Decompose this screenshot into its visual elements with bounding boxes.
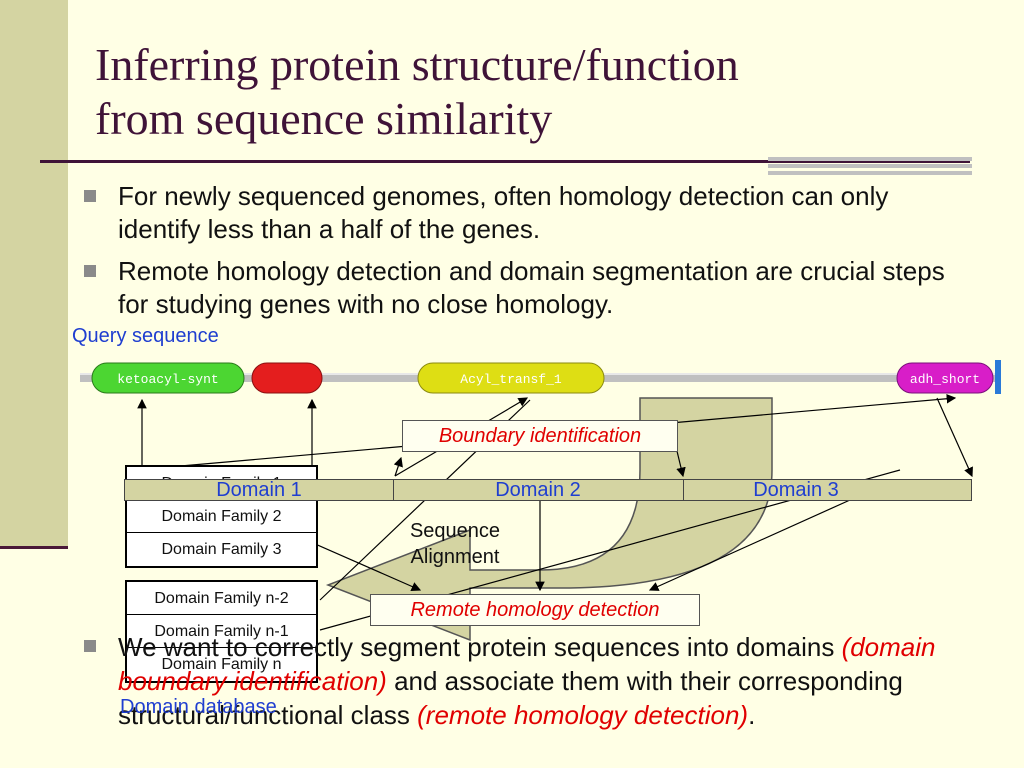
bullet-item: Remote homology detection and domain seg…: [84, 255, 964, 321]
title-line-1: Inferring protein structure/function: [95, 39, 739, 90]
title-decoration: [768, 157, 972, 179]
title-rule: [40, 160, 970, 163]
domain-family-row: Domain Family n-1: [127, 615, 316, 648]
bullet-text: For newly sequenced genomes, often homol…: [118, 181, 889, 244]
domain-family-row: Domain Family n-2: [127, 582, 316, 615]
pill-label-adh: adh_short: [910, 372, 980, 387]
bullet-square-icon: [84, 640, 96, 652]
curved-arrow: [325, 397, 773, 642]
bullet-list: For newly sequenced genomes, often homol…: [84, 180, 964, 330]
domain-1-segment: Domain 1: [125, 480, 394, 500]
pill-label-acyl: Acyl_transf_1: [460, 372, 562, 387]
query-sequence-label: Query sequence: [72, 325, 219, 347]
pill-red: [251, 362, 323, 394]
sequence-alignment-label: Sequence Alignment: [409, 520, 501, 568]
bullet-item: We want to correctly segment protein seq…: [84, 630, 984, 732]
domain-family-row: Domain Family n: [161, 656, 282, 673]
bullet-square-icon: [84, 265, 96, 277]
bullet-text: Remote homology detection and domain seg…: [118, 256, 945, 319]
bullet-emphasis-1: (domain boundary identification): [118, 632, 936, 696]
bullet-square-icon: [84, 190, 96, 202]
sidebar-rule: [0, 546, 68, 549]
pill-acyl: [417, 362, 605, 394]
bullet-text-1: We want to correctly segment protein seq…: [118, 632, 842, 662]
pill-label-ketoacyl: ketoacyl-synt: [117, 372, 218, 387]
bullet-text-2: and associate them with their correspond…: [118, 666, 903, 730]
bullet-item: For newly sequenced genomes, often homol…: [84, 180, 964, 246]
domains-bar: Domain 1 Domain 2 Domain 3: [124, 479, 972, 501]
title-line-2: from sequence similarity: [95, 93, 553, 144]
left-sidebar: [0, 0, 68, 548]
domain-3-segment: Domain 3: [753, 479, 839, 501]
remote-homology-box: Remote homology detection: [370, 594, 700, 626]
pill-adh: [896, 362, 994, 394]
domain-database-label: Domain database: [120, 696, 277, 718]
page-title: Inferring protein structure/function fro…: [95, 38, 739, 146]
pill-ketoacyl: [91, 362, 245, 394]
domain-family-row: Domain Family 2: [127, 500, 316, 533]
bottom-bullet-list: We want to correctly segment protein seq…: [84, 630, 984, 732]
domain-2-segment: Domain 2: [393, 480, 684, 500]
bullet-emphasis-2: (remote homology detection): [417, 700, 749, 730]
bullet-text-3: .: [748, 700, 756, 730]
domain-family-box-bottom: Domain Family n-2 Domain Family n-1 Doma…: [125, 580, 318, 683]
boundary-identification-box: Boundary identification: [402, 420, 678, 452]
domain-family-row: Domain Family 3: [161, 541, 282, 558]
